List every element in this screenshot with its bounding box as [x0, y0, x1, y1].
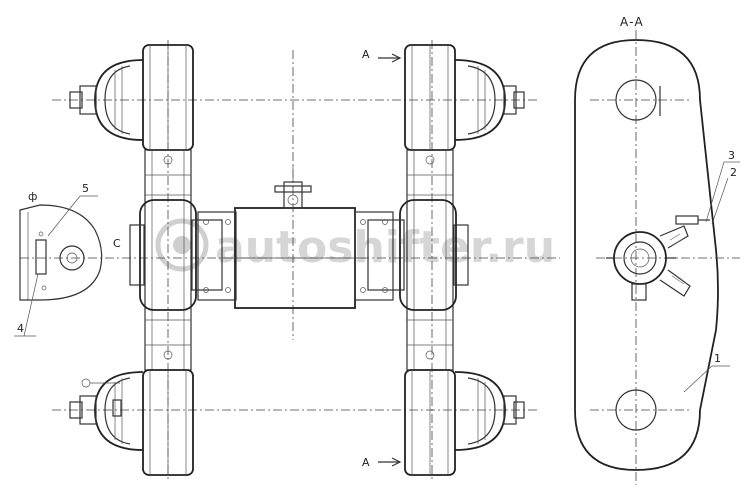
callout-5: 5 — [82, 182, 89, 195]
detail-view-left: ф 5 4 — [14, 182, 103, 337]
axle-end-bottom-left — [69, 371, 144, 451]
cut-mark-bottom: А — [362, 456, 402, 469]
callout-3: 3 — [728, 149, 735, 162]
callout-4: 4 — [17, 322, 24, 335]
callout-2: 2 — [730, 166, 737, 179]
axle-end-top-left — [69, 59, 144, 141]
callout-1: 1 — [714, 352, 721, 365]
watermark: autoshifter.ru — [155, 218, 555, 273]
center-mark: С — [113, 237, 121, 250]
center-bolster — [197, 165, 394, 309]
left-bogie-frame — [129, 44, 223, 476]
cut-label-bottom: А — [362, 456, 370, 469]
plan-view: А А С — [20, 40, 560, 480]
watermark-text: autoshifter.ru — [215, 222, 555, 273]
right-bogie-frame — [367, 44, 469, 476]
axle-end-bottom-right — [454, 371, 525, 451]
circle-mark: ф — [28, 190, 37, 203]
cut-mark-top: А — [362, 48, 402, 63]
cut-label-top: А — [362, 48, 370, 61]
axle-end-top-right — [454, 59, 525, 141]
section-title: А-А — [620, 15, 644, 29]
section-a-a: А-А 3 2 1 — [574, 15, 740, 485]
